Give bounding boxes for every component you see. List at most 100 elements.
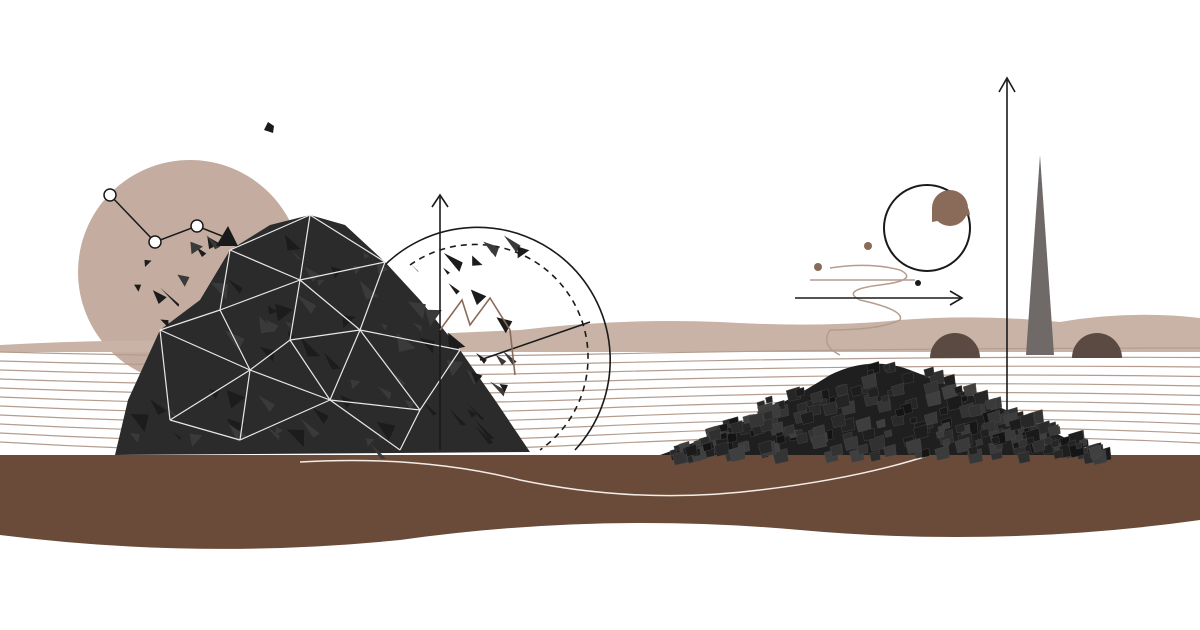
rock-facet: [475, 352, 487, 364]
circle-icon: [883, 184, 971, 272]
coal-chunk: [1052, 448, 1064, 460]
coal-chunk: [850, 384, 863, 397]
coal-chunk: [684, 443, 698, 457]
mesh-line: [159, 329, 171, 421]
rock-facet: [130, 432, 141, 443]
rock-facet: [286, 429, 305, 447]
mesh-line: [239, 399, 331, 441]
coal-chunk: [967, 403, 982, 418]
rock-facet: [389, 369, 406, 386]
rock-facet: [369, 442, 387, 460]
rock-facet: [448, 332, 466, 350]
coal-chunk: [830, 413, 846, 429]
rock-facet: [259, 346, 275, 362]
coal-chunk: [856, 443, 869, 456]
coal-chunk: [909, 416, 917, 424]
rock-facet: [363, 252, 370, 259]
coal-chunk: [729, 420, 744, 435]
rock-facet: [467, 408, 477, 418]
mesh-line: [329, 399, 421, 411]
rock-facet: [159, 400, 177, 418]
rock-facet: [275, 426, 284, 435]
rock-facet: [425, 309, 442, 327]
coal-chunk: [714, 441, 730, 457]
right-arrow-icon: [795, 290, 964, 306]
coal-chunk: [937, 425, 945, 433]
rock-facet: [284, 234, 301, 251]
coal-chunk: [812, 424, 826, 438]
coal-chunk: [843, 435, 859, 451]
coal-chunk: [762, 410, 774, 421]
mesh-line: [299, 261, 386, 281]
rock-facet: [189, 433, 203, 447]
rock-facet: [496, 317, 513, 334]
coal-chunk: [875, 418, 886, 429]
mesh-line: [329, 329, 361, 401]
coal-chunk: [672, 450, 688, 466]
coal-chunk: [880, 394, 890, 403]
rock-facet: [472, 255, 483, 266]
rock-facet: [359, 280, 379, 300]
rock-facet: [380, 324, 388, 331]
coal-chunk: [775, 434, 786, 445]
floating-rock: [264, 122, 274, 133]
rock-facet: [410, 264, 419, 272]
rock-facet: [490, 381, 506, 397]
coal-chunk: [905, 437, 922, 455]
rock-facet: [474, 425, 494, 445]
rock-facet: [412, 323, 422, 332]
rock-facet: [443, 253, 463, 272]
coal-chunk: [943, 373, 956, 387]
rock-facet: [471, 371, 483, 384]
rock-facet: [160, 287, 180, 307]
rock-facet: [300, 418, 320, 438]
rock-facet: [173, 432, 181, 441]
rock-facet: [130, 413, 149, 433]
rock-facet: [190, 241, 204, 255]
rock-facet: [275, 303, 293, 322]
coal-chunk: [861, 372, 878, 389]
rock-facet: [144, 259, 152, 268]
rock-facet: [291, 250, 301, 260]
coal-chunk: [891, 382, 905, 397]
mesh-line: [359, 261, 386, 331]
mesh-line: [239, 369, 251, 441]
rock-facet: [443, 267, 450, 275]
rock-facet: [376, 421, 396, 441]
coal-chunk: [810, 390, 823, 404]
coal-chunk: [708, 428, 722, 442]
coal-chunk: [1088, 444, 1102, 459]
coal-chunk: [990, 435, 1000, 445]
coal-chunk: [923, 411, 938, 426]
coal-chunk: [1047, 424, 1060, 437]
rock-facet: [377, 386, 392, 401]
mesh-line: [329, 399, 401, 451]
mesh-line: [289, 339, 331, 401]
rock-facet: [226, 390, 246, 409]
rock-facet: [419, 337, 435, 354]
rock-facet: [227, 418, 245, 437]
rock-facet: [470, 289, 487, 306]
rock-facet: [474, 419, 495, 440]
coal-chunk: [796, 401, 807, 413]
rock-facet: [467, 403, 485, 421]
coal-chunk: [757, 439, 773, 455]
coal-chunk: [883, 443, 897, 458]
coal-chunk: [901, 371, 915, 385]
coal-chunk: [861, 427, 876, 442]
rock-facet: [404, 399, 415, 410]
ground-line: [299, 454, 931, 497]
faceted-rock: [115, 214, 530, 460]
rock-facet: [152, 290, 167, 305]
coal-chunk: [800, 410, 815, 425]
arch-right: [1072, 333, 1122, 358]
mesh-line: [229, 249, 301, 281]
coal-chunk: [986, 410, 1001, 424]
rock-facet: [449, 408, 467, 426]
rock-facet: [495, 355, 507, 366]
coal-chunk: [1008, 417, 1022, 431]
mesh-line: [309, 214, 386, 263]
coal-chunk: [867, 386, 879, 399]
rock-facet: [160, 319, 169, 328]
